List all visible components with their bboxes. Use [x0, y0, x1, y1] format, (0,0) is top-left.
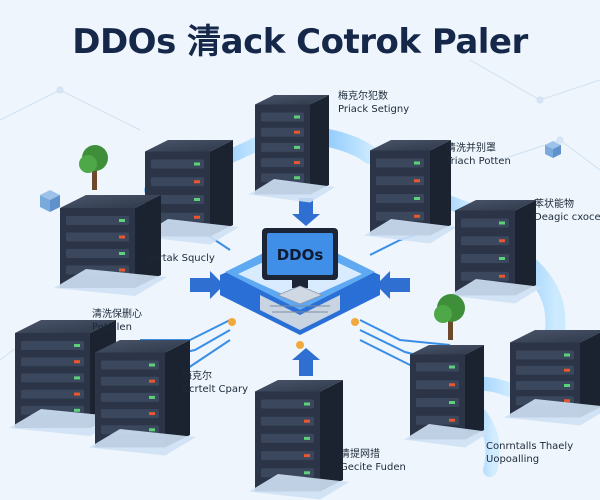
page-title: DDOs 清ack Cotrok Paler: [72, 22, 528, 62]
arrow-right: [376, 271, 410, 299]
arrow-left: [190, 271, 224, 299]
monitor: DDOs: [262, 228, 338, 305]
monitor-screen-text: DDOs: [277, 246, 324, 264]
server-rack: [404, 345, 490, 448]
server-rack: [89, 340, 196, 456]
tree-icon: [434, 294, 465, 340]
tree-icon: [79, 145, 108, 190]
server-rack: [504, 330, 600, 426]
server-rack: [139, 140, 239, 245]
server-rack: [249, 95, 335, 203]
arrow-top: [292, 198, 320, 226]
servers: [9, 95, 600, 500]
label-left-mid: Sortak Squcly: [146, 253, 215, 264]
server-rack: [54, 195, 167, 296]
server-rack: [364, 140, 457, 244]
cube-icon: [40, 141, 561, 212]
arrow-bottom: [292, 348, 320, 376]
server-rack: [249, 380, 349, 500]
server-rack: [449, 200, 542, 304]
flow-arrows: [190, 198, 410, 376]
